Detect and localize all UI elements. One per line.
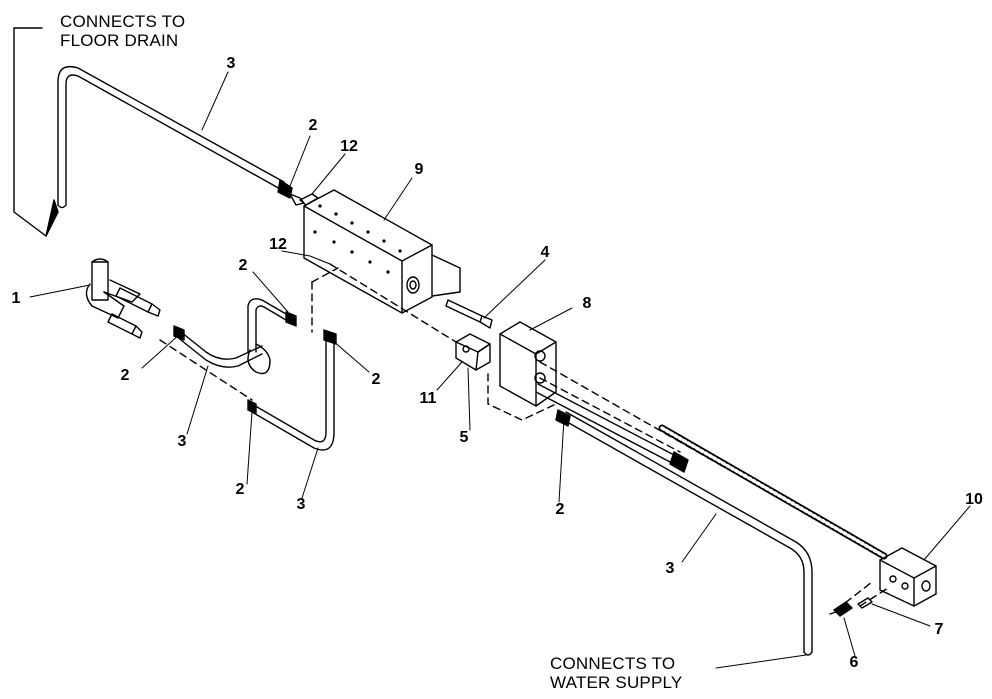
- callout-3-lower: 3: [296, 496, 306, 513]
- callout-12-top: 12: [340, 138, 358, 155]
- callout-1: 1: [11, 290, 21, 307]
- callout-4: 4: [540, 244, 550, 261]
- callout-3-supply: 3: [665, 560, 675, 577]
- drain-box: [303, 189, 461, 314]
- callout-3-left: 3: [177, 433, 187, 450]
- water-supply-note: CONNECTS TO WATER SUPPLY: [550, 654, 682, 692]
- callout-8: 8: [582, 295, 592, 312]
- flex-conduit: [658, 424, 888, 560]
- probe-4: [445, 299, 493, 329]
- connector-6: [829, 601, 853, 617]
- callout-9: 9: [414, 161, 424, 178]
- hose-clamp-mid: [285, 311, 297, 327]
- floor-drain-leader: [13, 27, 59, 237]
- water-supply-note-line2: WATER SUPPLY: [550, 673, 683, 692]
- callout-2-supply: 2: [555, 501, 565, 518]
- callout-6: 6: [849, 654, 859, 671]
- hidden-lines: [159, 263, 889, 611]
- floor-drain-note-line2: FLOOR DRAIN: [60, 31, 179, 50]
- hose-connector-lower: [107, 313, 143, 339]
- water-supply-hose: [559, 411, 813, 656]
- callout-2-lower: 2: [235, 481, 245, 498]
- screw-7: [857, 597, 873, 609]
- hose-clamp-supply: [555, 409, 571, 427]
- callout-7: 7: [934, 621, 944, 638]
- hose-middle-left: [175, 298, 287, 375]
- callout-2-right: 2: [371, 371, 381, 388]
- callout-5: 5: [459, 429, 469, 446]
- callout-10: 10: [965, 491, 983, 508]
- floor-drain-note: CONNECTS TO FLOOR DRAIN: [60, 12, 185, 50]
- callout-11: 11: [419, 390, 437, 407]
- leader-lines: [29, 71, 971, 669]
- callout-12-mid: 12: [269, 236, 287, 253]
- drain-tube-right: [535, 383, 689, 473]
- callout-2-top: 2: [308, 117, 318, 134]
- water-supply-note-line1: CONNECTS TO: [550, 654, 676, 673]
- hose-clamp-lower: [247, 399, 257, 415]
- hose-connector-upper: [115, 287, 161, 317]
- valve-block: [499, 321, 557, 407]
- hose-lower-left: [251, 337, 335, 451]
- drain-hose-top: [57, 65, 285, 209]
- solenoid-valve: [455, 333, 491, 371]
- electrical-box: [879, 547, 937, 607]
- callout-3-top: 3: [226, 55, 236, 72]
- hose-clamp-top: [277, 179, 305, 206]
- floor-drain-note-line1: CONNECTS TO: [60, 12, 186, 31]
- callout-2-mid: 2: [238, 257, 248, 274]
- callout-2-left: 2: [120, 367, 130, 384]
- drain-tee-fitting: [85, 258, 141, 319]
